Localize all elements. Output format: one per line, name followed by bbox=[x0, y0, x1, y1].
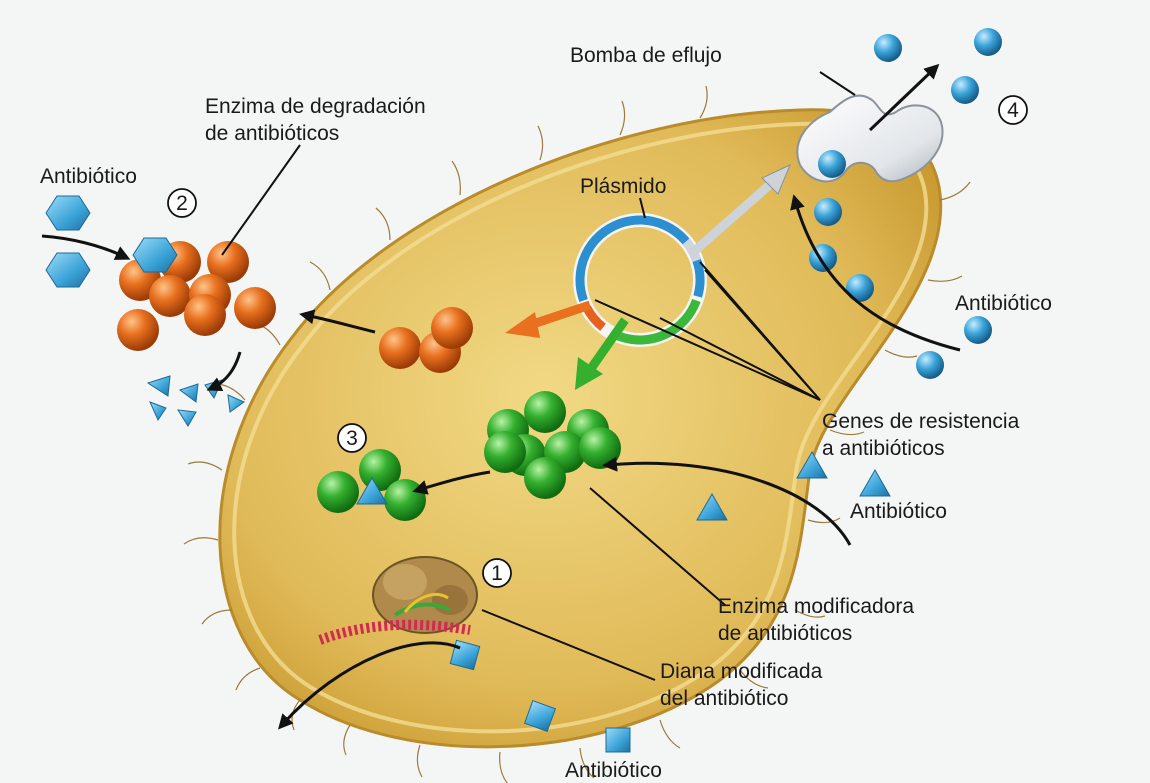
marker-1: 1 bbox=[483, 559, 511, 587]
label-modifying-enzyme-line1: Enzima modificadora bbox=[718, 595, 914, 618]
label-modified-target-line1: Diana modificada bbox=[660, 660, 823, 683]
label-degrading-enzyme-line1: Enzima de degradación bbox=[205, 95, 426, 118]
label-resistance-genes-line2: a antibióticos bbox=[822, 437, 945, 460]
svg-text:1: 1 bbox=[491, 562, 503, 585]
label-antibiotic-top-left: Antibiótico bbox=[40, 165, 137, 188]
label-antibiotic-right: Antibiótico bbox=[955, 292, 1052, 315]
label-efflux-pump: Bomba de eflujo bbox=[570, 44, 722, 67]
svg-text:3: 3 bbox=[346, 427, 358, 450]
label-plasmid: Plásmido bbox=[580, 175, 666, 198]
svg-text:4: 4 bbox=[1007, 99, 1019, 122]
marker-2: 2 bbox=[168, 189, 196, 217]
degraded-fragments bbox=[148, 376, 244, 426]
label-modifying-enzyme-line2: de antibióticos bbox=[718, 622, 852, 645]
label-degrading-enzyme-line2: de antibióticos bbox=[205, 122, 339, 145]
label-resistance-genes-line1: Genes de resistencia bbox=[822, 410, 1020, 433]
marker-4: 4 bbox=[999, 96, 1027, 124]
label-antibiotic-bottom: Antibiótico bbox=[565, 759, 662, 782]
marker-3: 3 bbox=[338, 424, 366, 452]
label-antibiotic-mid-right: Antibiótico bbox=[850, 500, 947, 523]
svg-text:2: 2 bbox=[176, 192, 188, 215]
label-modified-target-line2: del antibiótico bbox=[660, 687, 788, 710]
